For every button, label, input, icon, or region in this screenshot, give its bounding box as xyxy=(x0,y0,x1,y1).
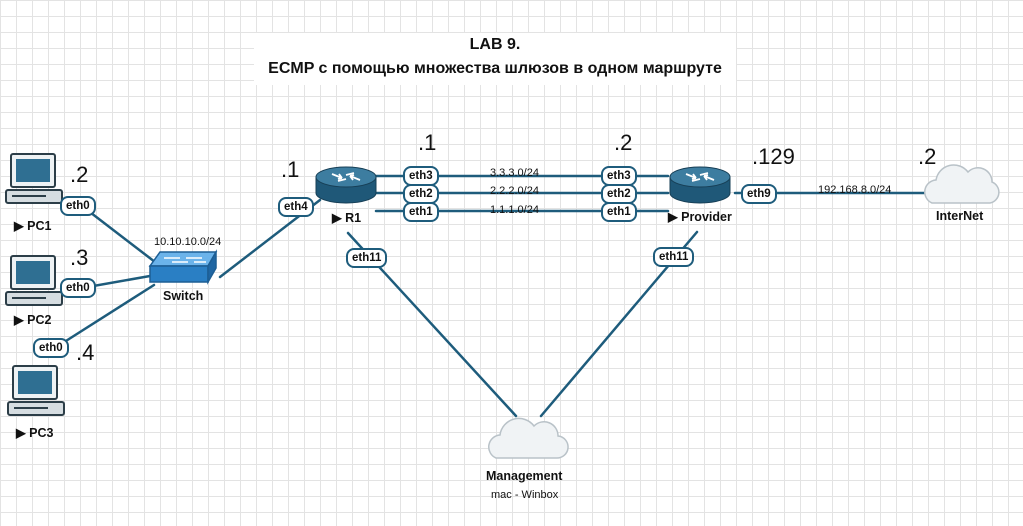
switch-icon[interactable] xyxy=(148,249,218,285)
play-icon: ▶ xyxy=(332,211,342,225)
play-icon: ▶ xyxy=(14,313,24,327)
lab-subtitle: ECMP с помощью множества шлюзов в одном … xyxy=(268,60,722,77)
port-r1-eth4[interactable]: eth4 xyxy=(278,197,314,217)
port-pc2-eth0[interactable]: eth0 xyxy=(60,278,96,298)
internet-ip: .2 xyxy=(918,144,937,169)
pc3-icon[interactable] xyxy=(7,365,65,416)
port-r1-eth11[interactable]: eth11 xyxy=(346,248,388,268)
pc3-label[interactable]: ▶ PC3 xyxy=(16,425,53,440)
play-icon: ▶ xyxy=(16,426,26,440)
port-r1-eth2[interactable]: eth2 xyxy=(403,184,439,204)
internet-label[interactable]: InterNet xyxy=(936,209,984,223)
play-icon: ▶ xyxy=(668,210,678,224)
provider-wan-ip: .129 xyxy=(752,144,795,169)
pc2-name: PC2 xyxy=(27,313,52,327)
provider-label[interactable]: ▶ Provider xyxy=(668,209,732,224)
management-sublabel: mac - Winbox xyxy=(491,489,559,501)
port-provider-eth11[interactable]: eth11 xyxy=(653,247,695,267)
pc3-ip: .4 xyxy=(76,340,95,365)
lab-title: LAB 9. xyxy=(469,36,521,53)
pc3-name: PC3 xyxy=(29,426,54,440)
pc1-icon[interactable] xyxy=(5,153,63,204)
play-icon: ▶ xyxy=(14,219,24,233)
port-pc3-eth0[interactable]: eth0 xyxy=(33,338,69,358)
pc1-label[interactable]: ▶ PC1 xyxy=(14,218,51,233)
switch-label[interactable]: Switch xyxy=(163,289,204,303)
r1-lan-ip: .1 xyxy=(281,157,300,182)
port-r1-eth1[interactable]: eth1 xyxy=(403,202,439,222)
port-provider-eth9[interactable]: eth9 xyxy=(741,184,777,204)
provider-name: Provider xyxy=(681,210,732,224)
title-box: LAB 9. ECMP с помощью множества шлюзов в… xyxy=(254,33,736,85)
provider-links-ip: .2 xyxy=(614,130,633,155)
pc1-name: PC1 xyxy=(27,219,52,233)
port-provider-eth1[interactable]: eth1 xyxy=(601,202,637,222)
port-r1-eth3[interactable]: eth3 xyxy=(403,166,439,186)
pc2-label[interactable]: ▶ PC2 xyxy=(14,312,51,327)
port-provider-eth2[interactable]: eth2 xyxy=(601,184,637,204)
port-pc1-eth0[interactable]: eth0 xyxy=(60,196,96,216)
pc1-ip: .2 xyxy=(70,162,89,187)
cloud-internet-icon[interactable] xyxy=(924,164,1000,204)
management-label[interactable]: Management xyxy=(486,469,563,483)
link-pc3-switch xyxy=(56,283,156,348)
r1-links-ip: .1 xyxy=(418,130,437,155)
network-link3: 3.3.3.0/24 xyxy=(490,167,539,179)
router-provider-icon[interactable] xyxy=(669,166,731,204)
router-r1-icon[interactable] xyxy=(315,166,377,204)
network-lan: 10.10.10.0/24 xyxy=(154,236,222,248)
cloud-management-icon[interactable] xyxy=(488,417,569,459)
network-link1: 1.1.1.0/24 xyxy=(490,204,539,216)
pc2-ip: .3 xyxy=(70,245,89,270)
port-provider-eth3[interactable]: eth3 xyxy=(601,166,637,186)
r1-name: R1 xyxy=(345,211,362,225)
network-link2: 2.2.2.0/24 xyxy=(490,185,539,197)
link-pc1-switch xyxy=(80,204,157,264)
r1-label[interactable]: ▶ R1 xyxy=(332,210,361,225)
pc2-icon[interactable] xyxy=(5,255,63,306)
network-wan: 192.168.8.0/24 xyxy=(818,184,892,196)
